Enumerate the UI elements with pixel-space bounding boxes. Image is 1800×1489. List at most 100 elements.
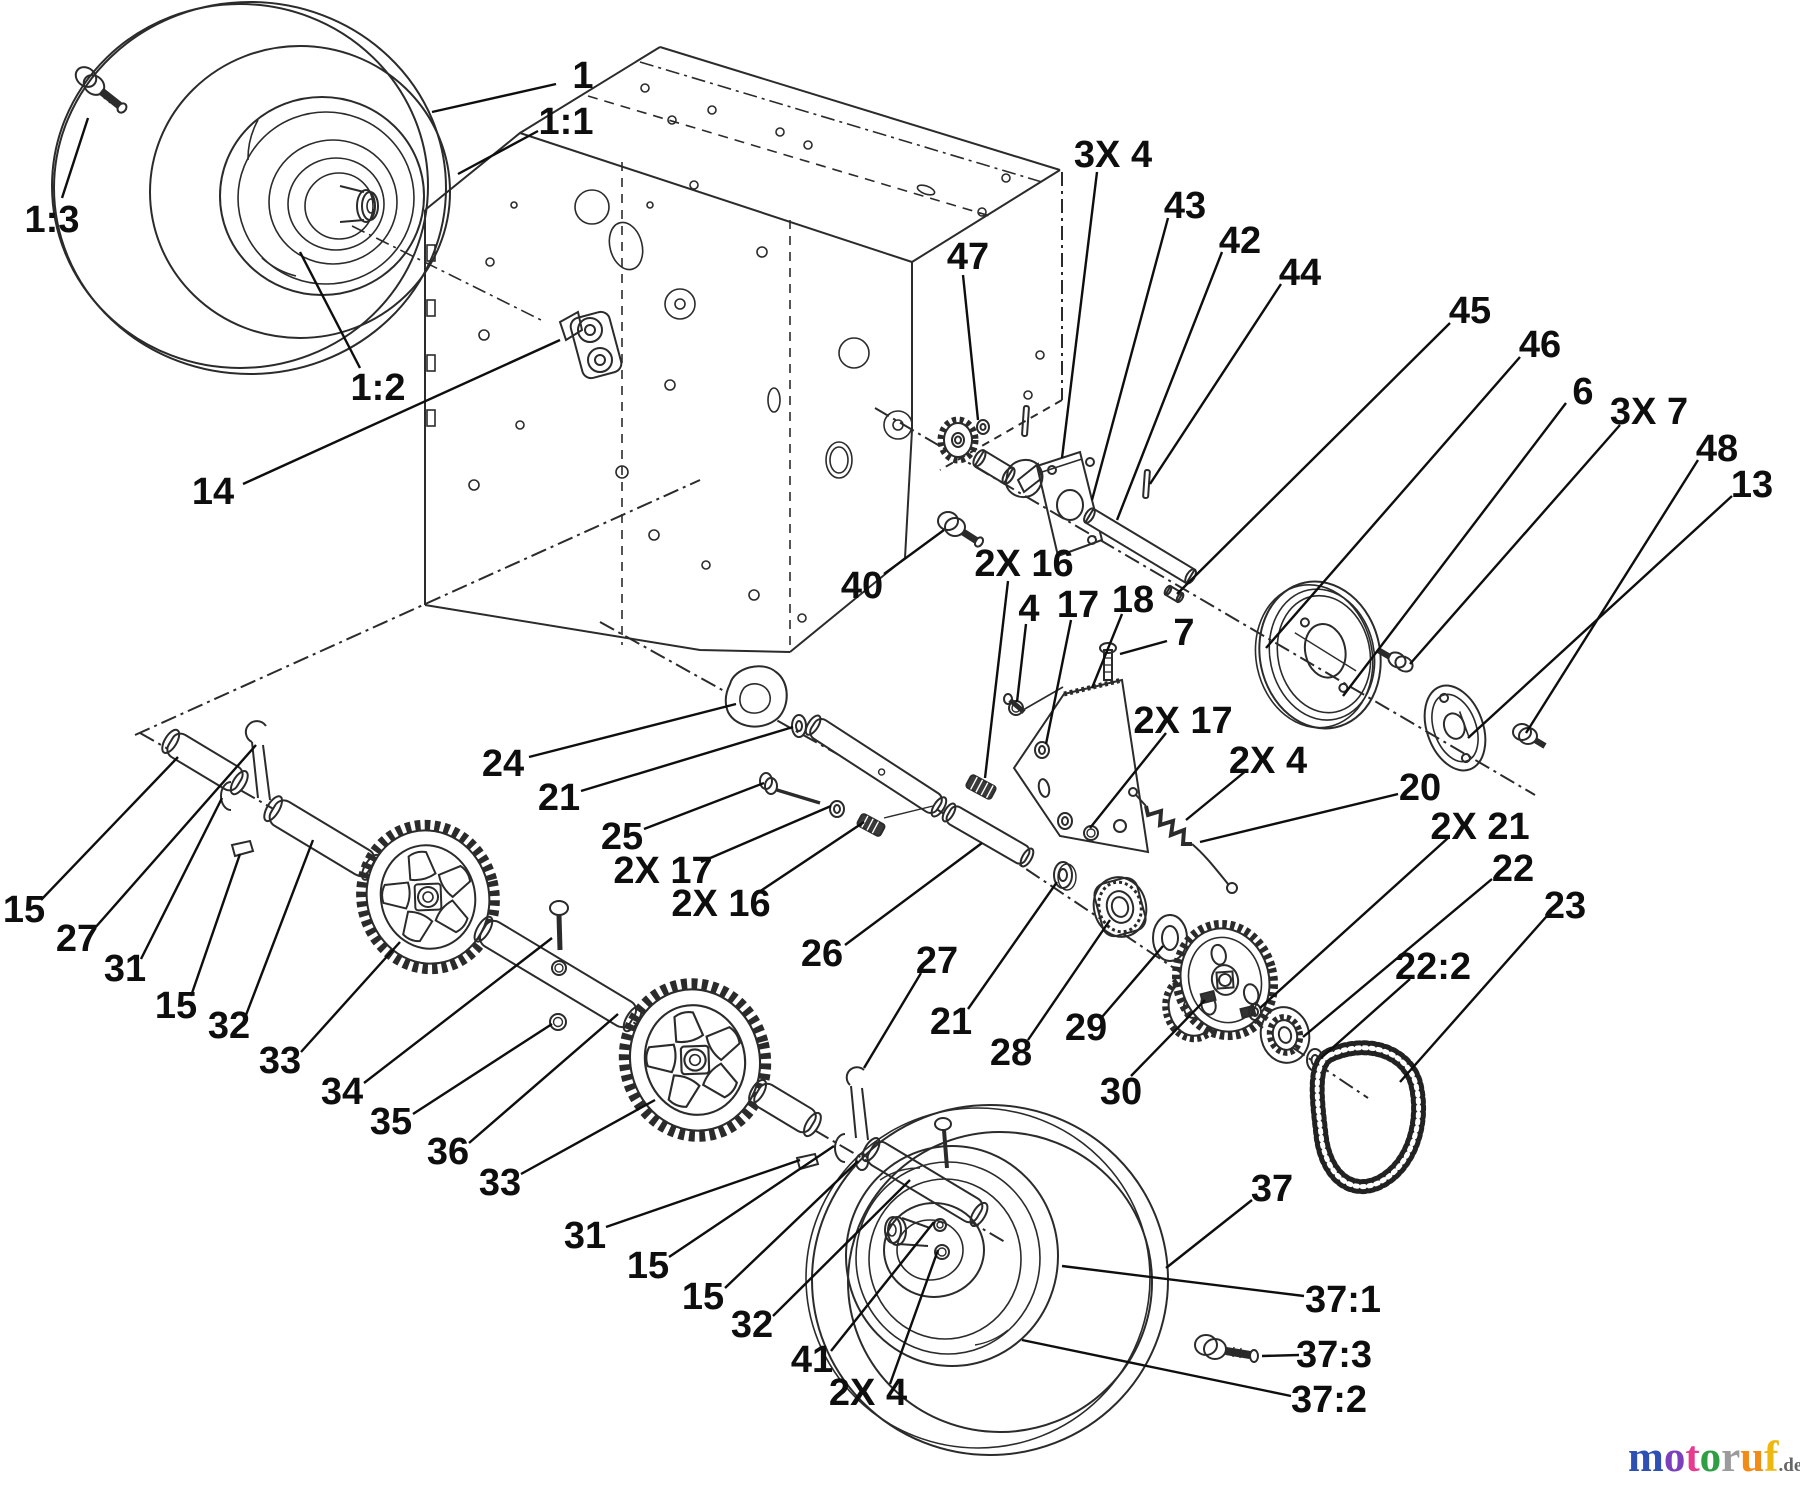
leader-line-15 (189, 853, 242, 997)
frame-holes (426, 83, 1045, 623)
callout-22:2: 22:2 (1395, 946, 1471, 988)
leader-line-48 (1524, 459, 1700, 734)
callout-15: 15 (3, 889, 45, 931)
key-15b (230, 839, 255, 858)
leader-line-42 (1115, 251, 1224, 521)
shaft-bolt-34 (549, 900, 569, 1031)
callout-27: 27 (56, 918, 98, 960)
leader-line-37:1 (1061, 1264, 1305, 1298)
leader-line-26 (844, 842, 983, 946)
callout-3X-4: 3X 4 (1074, 134, 1152, 176)
logo-letter-t: t (1685, 1434, 1700, 1481)
callout-15: 15 (155, 985, 197, 1027)
callout-33: 33 (259, 1040, 301, 1082)
leader-line-1:3 (60, 117, 90, 199)
leader-line-21 (580, 725, 794, 793)
leader-line-37:2 (1021, 1338, 1292, 1398)
leader-line-1:1 (457, 129, 539, 176)
callout-6: 6 (1572, 371, 1593, 413)
leader-line-14 (242, 338, 561, 486)
callout-1:3: 1:3 (25, 199, 80, 241)
callout-33: 33 (479, 1162, 521, 1204)
callout-1: 1 (572, 55, 593, 97)
frame-bearing-mount (558, 310, 623, 380)
callout-36: 36 (427, 1131, 469, 1173)
leader-line-3X-7 (1409, 424, 1621, 665)
leader-line-34 (363, 937, 553, 1084)
callout-4: 4 (1018, 588, 1039, 630)
callout-37: 37 (1251, 1168, 1293, 1210)
leader-line-32 (772, 1179, 911, 1317)
callout-31: 31 (564, 1215, 606, 1257)
callout-43: 43 (1164, 185, 1206, 227)
callout-15: 15 (627, 1245, 669, 1287)
logo-letter-o: o (1663, 1434, 1686, 1481)
leader-line-23 (1399, 916, 1547, 1083)
leader-line-27 (93, 744, 257, 930)
callout-3X-7: 3X 7 (1610, 391, 1688, 433)
leader-line-40 (883, 529, 945, 575)
callout-41: 41 (791, 1339, 833, 1381)
leader-line-46 (1265, 356, 1521, 649)
callout-23: 23 (1544, 885, 1586, 927)
leader-line-1:2 (298, 251, 362, 369)
leader-line-33 (300, 941, 401, 1053)
leader-line-20 (1199, 792, 1399, 844)
bearing-28 (1092, 876, 1148, 938)
callout-44: 44 (1279, 252, 1321, 294)
pinion-sprocket-22 (1259, 1006, 1311, 1064)
leader-line-2X-4 (1185, 769, 1248, 821)
callout-45: 45 (1449, 290, 1491, 332)
leader-line-18 (1090, 613, 1124, 689)
logo-letter-u: u (1740, 1434, 1765, 1481)
roll-pin-16b (856, 813, 886, 837)
callout-28: 28 (990, 1032, 1032, 1074)
upper-axle-assembly (937, 405, 1197, 604)
callout-30: 30 (1100, 1071, 1142, 1113)
clutch-bracket-assembly (1003, 642, 1150, 854)
half-washer-31a (220, 781, 232, 811)
middle-axle-assembly (724, 665, 1188, 962)
wheel-bolt-1-3 (74, 66, 128, 114)
callout-32: 32 (208, 1005, 250, 1047)
callout-35: 35 (370, 1101, 412, 1143)
half-washer-15c (834, 1133, 846, 1163)
callout-37:3: 37:3 (1296, 1334, 1372, 1376)
drive-chain (1309, 1040, 1427, 1195)
leader-line-45 (1176, 322, 1451, 595)
callout-1:1: 1:1 (539, 101, 594, 143)
callout-48: 48 (1696, 428, 1738, 470)
leader-line-35 (412, 1022, 553, 1116)
motoruf-logo[interactable]: motoruf.de (1628, 1436, 1800, 1479)
leader-line-15 (40, 756, 179, 901)
leader-line-13 (1467, 495, 1733, 739)
cover-flange (1423, 684, 1487, 772)
leader-line-32 (244, 839, 315, 1016)
callout-34: 34 (321, 1071, 363, 1113)
leader-line-3X-4 (1060, 171, 1099, 459)
callout-32: 32 (731, 1304, 773, 1346)
callout-15: 15 (682, 1276, 724, 1318)
leader-line-22:2 (1320, 978, 1411, 1059)
leader-line-47 (961, 274, 980, 421)
callout-2X-4: 2X 4 (1229, 740, 1307, 782)
leader-line-27 (862, 972, 923, 1069)
leader-line-37:3 (1261, 1353, 1300, 1358)
callout-20: 20 (1399, 767, 1441, 809)
callout-29: 29 (1065, 1007, 1107, 1049)
callout-17: 17 (1057, 584, 1099, 626)
callout-42: 42 (1219, 220, 1261, 262)
hairpin-clip-27b (845, 1066, 869, 1141)
leader-line-2X-21 (1259, 837, 1449, 1009)
leader-line-15 (724, 1160, 859, 1289)
callout-21: 21 (538, 777, 580, 819)
drive-gear-right (609, 969, 782, 1151)
leader-line-1 (431, 82, 557, 114)
callout-37:2: 37:2 (1291, 1379, 1367, 1421)
hairpin-clip-27a (244, 720, 271, 801)
leader-line-2X-17 (700, 804, 832, 864)
leader-line-7 (1119, 639, 1168, 656)
leader-line-2X-4 (888, 1249, 940, 1385)
logo-letter-o: o (1699, 1434, 1722, 1481)
